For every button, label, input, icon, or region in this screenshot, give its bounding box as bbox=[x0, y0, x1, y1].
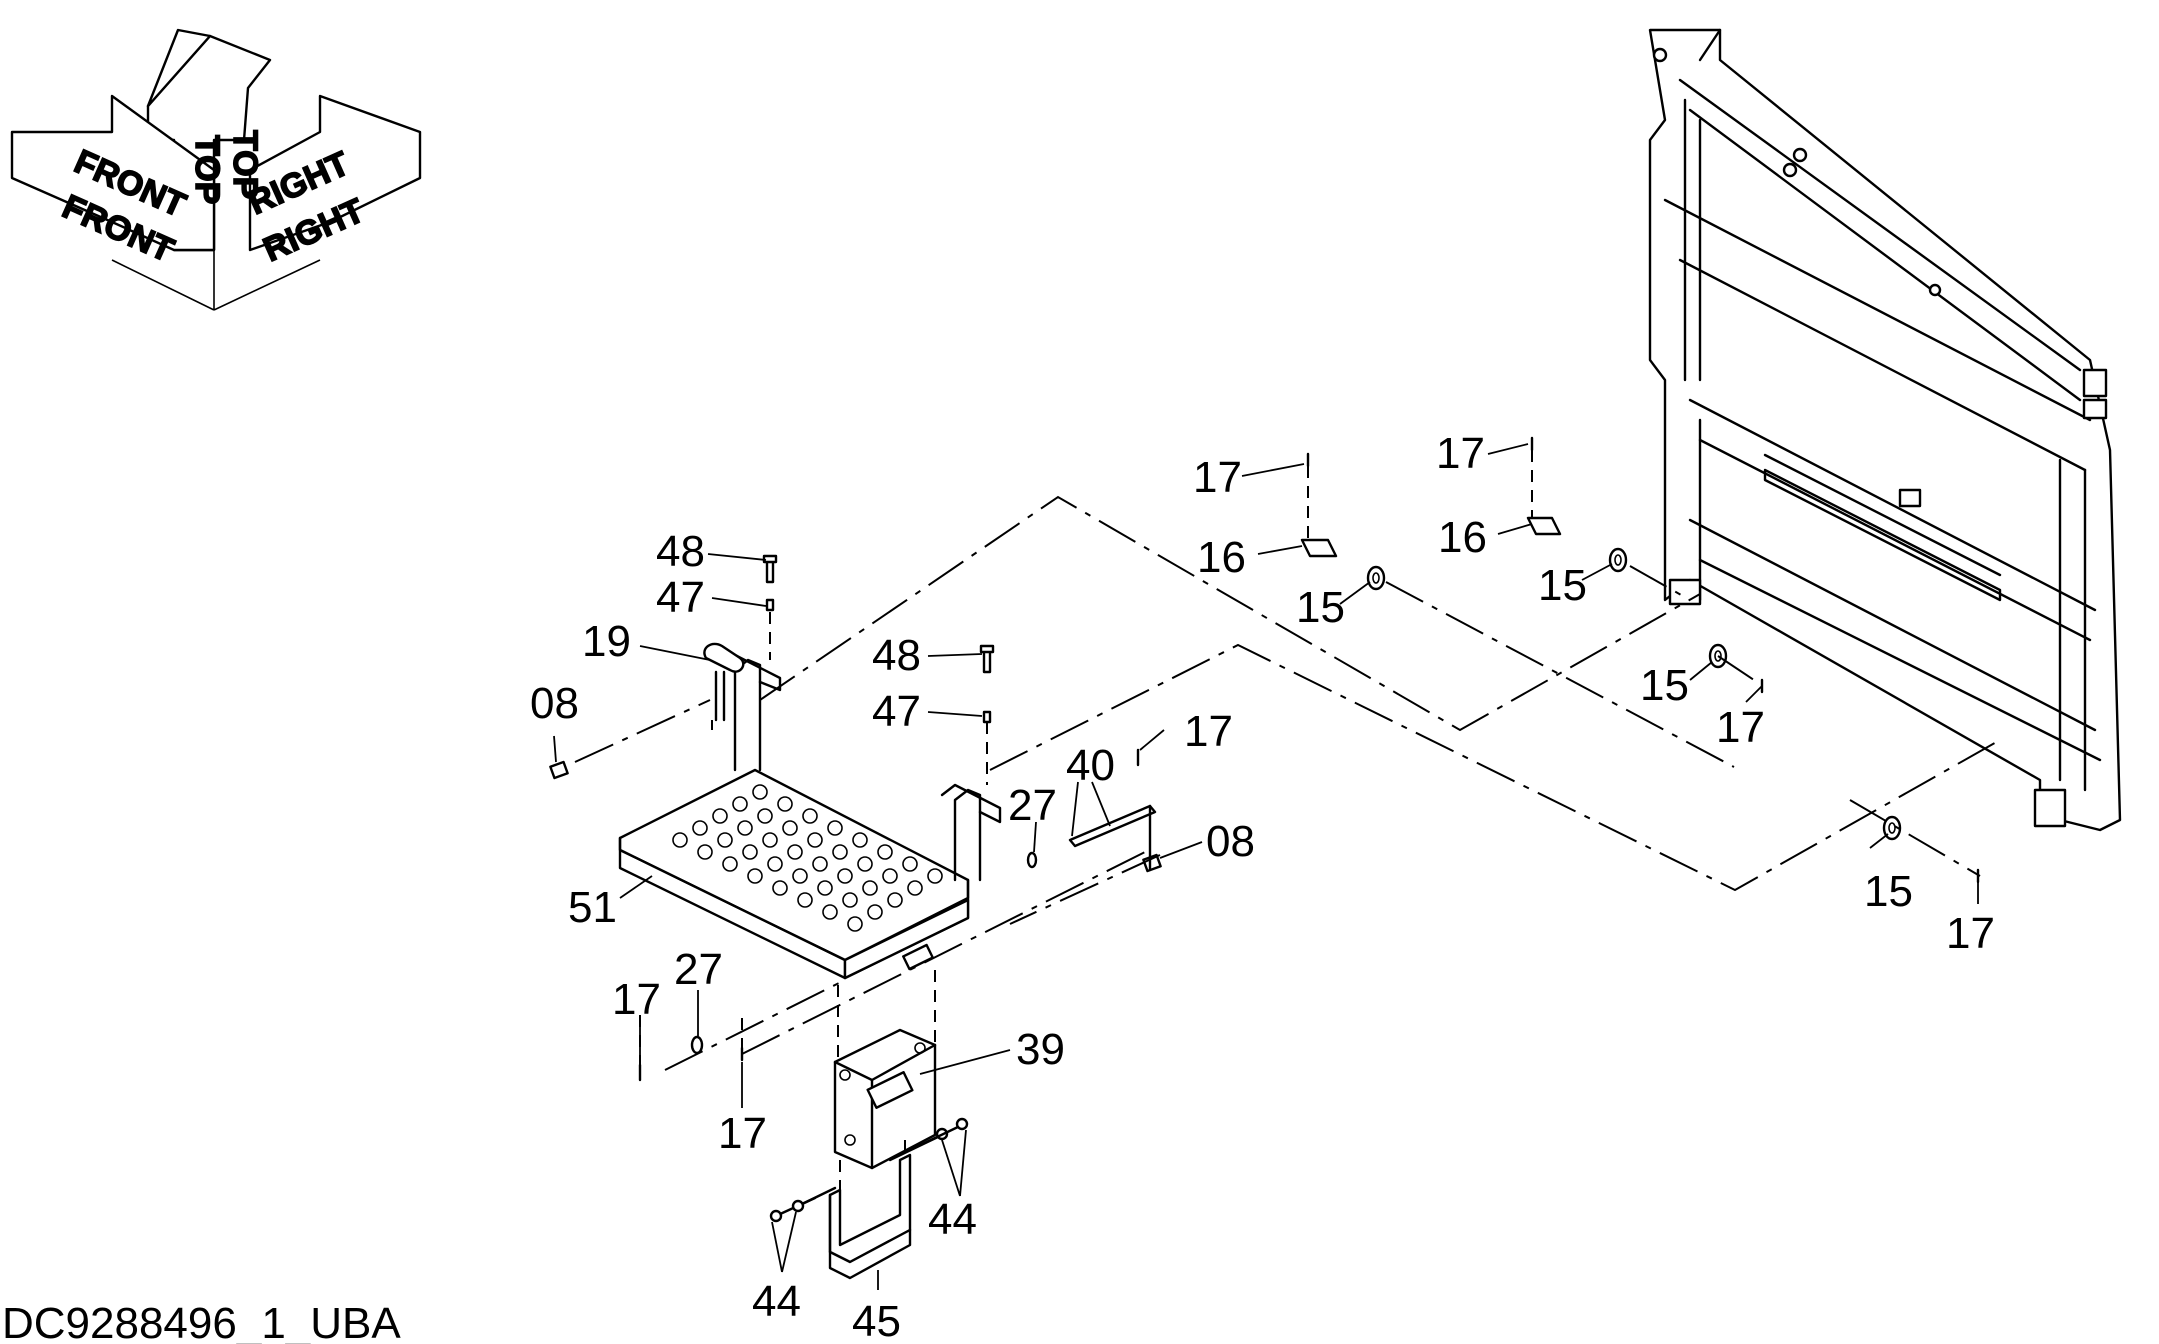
callout-17: 17 bbox=[718, 1109, 767, 1158]
callout-15: 15 bbox=[1864, 867, 1913, 916]
callout-17: 17 bbox=[1436, 429, 1485, 478]
orientation-top-label-2: TOP bbox=[226, 130, 264, 199]
callout-48: 48 bbox=[656, 527, 705, 576]
orientation-arrows: TOP TOP FRONT FRONT RIGHT RIGHT bbox=[10, 28, 422, 311]
callout-08: 08 bbox=[530, 679, 579, 728]
callout-15: 15 bbox=[1640, 661, 1689, 710]
drawing-id: DC9288496_1_UBA bbox=[2, 1299, 401, 1344]
callout-16: 16 bbox=[1438, 513, 1487, 562]
orientation-top-label: TOP bbox=[188, 135, 226, 204]
hardware bbox=[549, 436, 1980, 1223]
leader-lines bbox=[553, 443, 1979, 1290]
callout-17: 17 bbox=[1193, 453, 1242, 502]
callout-19: 19 bbox=[582, 617, 631, 666]
callout-44: 44 bbox=[752, 1277, 801, 1326]
callout-17: 17 bbox=[1716, 703, 1765, 752]
step-stirrup bbox=[828, 1153, 912, 1280]
callout-48: 48 bbox=[872, 631, 921, 680]
step-bracket bbox=[833, 1028, 937, 1170]
callout-17: 17 bbox=[1946, 909, 1995, 958]
frame-assembly bbox=[1648, 28, 2122, 832]
callout-27: 27 bbox=[1008, 781, 1057, 830]
callout-27: 27 bbox=[674, 945, 723, 994]
callout-17: 17 bbox=[612, 975, 661, 1024]
callout-45: 45 bbox=[852, 1297, 901, 1344]
callout-labels: 17 16 15 17 16 15 15 17 15 17 48 47 19 0… bbox=[530, 429, 1995, 1344]
callout-08: 08 bbox=[1206, 817, 1255, 866]
callout-47: 47 bbox=[872, 687, 921, 736]
callout-51: 51 bbox=[568, 883, 617, 932]
callout-16: 16 bbox=[1197, 533, 1246, 582]
callout-15: 15 bbox=[1296, 583, 1345, 632]
step-platform bbox=[618, 653, 1002, 980]
callout-17: 17 bbox=[1184, 707, 1233, 756]
callout-39: 39 bbox=[1016, 1025, 1065, 1074]
callout-40: 40 bbox=[1066, 741, 1115, 790]
callout-44: 44 bbox=[928, 1195, 977, 1244]
platform-perforations bbox=[672, 784, 943, 932]
callout-15: 15 bbox=[1538, 561, 1587, 610]
callout-47: 47 bbox=[656, 573, 705, 622]
